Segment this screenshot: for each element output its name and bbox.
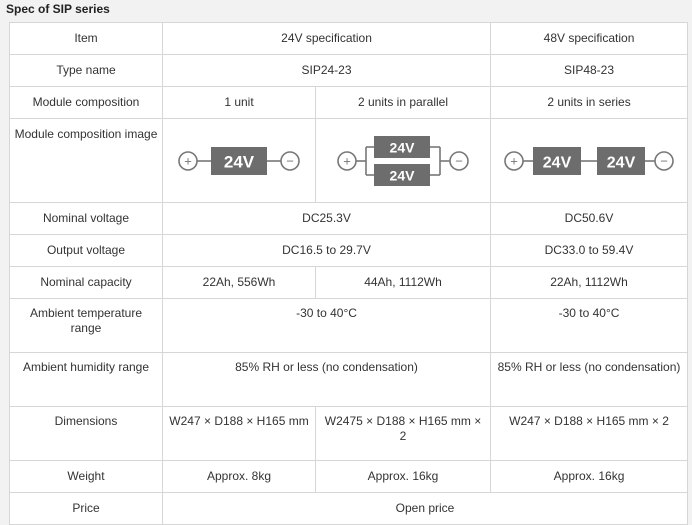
cell-24v: -30 to 40°C [161, 298, 492, 353]
cell-24v: 85% RH or less (no condensation) [161, 352, 492, 407]
table-row: Ambient temperature range -30 to 40°C -3… [9, 298, 689, 353]
header-48v-spec: 48V specification [490, 22, 689, 55]
table-row: Type name SIP24-23 SIP48-23 [9, 54, 689, 87]
cell-24v: SIP24-23 [161, 54, 492, 87]
module-label: 24V [390, 139, 416, 155]
positive-sign: + [184, 153, 192, 168]
module-label: 24V [607, 154, 636, 171]
table-row: Dimensions W247 × D188 × H165 mm W2475 ×… [9, 406, 689, 461]
single-module-diagram: + 24V − [178, 146, 300, 175]
cell-24v-single: Approx. 8kg [162, 460, 316, 493]
header-row: Item 24V specification 48V specification [9, 22, 689, 55]
parallel-module-diagram: + 24V 24V − [337, 135, 469, 186]
cell-24v: DC25.3V [161, 202, 492, 235]
row-label: Ambient temperature range [9, 298, 163, 353]
table-row: Nominal voltage DC25.3V DC50.6V [9, 202, 689, 235]
module-label: 24V [390, 167, 416, 183]
row-label: Output voltage [9, 234, 163, 267]
header-24v-spec: 24V specification [161, 22, 492, 55]
battery-module-icon [533, 146, 582, 175]
table-row: Module composition image + 24V − + [9, 118, 689, 203]
cell-48v: 2 units in series [490, 86, 689, 119]
spec-table-container: Item 24V specification 48V specification… [9, 22, 689, 525]
positive-sign: + [343, 153, 351, 168]
row-label: Price [9, 492, 163, 525]
spec-table: Item 24V specification 48V specification… [9, 22, 689, 525]
cell-48v: -30 to 40°C [490, 298, 689, 353]
cell-24v-parallel: W2475 × D188 × H165 mm × 2 [314, 406, 492, 461]
cell-24v: DC16.5 to 29.7V [161, 234, 492, 267]
series-module-diagram: + 24V 24V − [504, 146, 674, 175]
positive-sign: + [510, 153, 518, 168]
cell-price: Open price [161, 492, 689, 525]
negative-sign: − [660, 153, 668, 168]
cell-48v: 85% RH or less (no condensation) [490, 352, 689, 407]
cell-48v: DC33.0 to 59.4V [490, 234, 689, 267]
cell-24v-parallel: Approx. 16kg [314, 460, 492, 493]
battery-module-icon [597, 146, 646, 175]
cell-24v-single: 22Ah, 556Wh [162, 266, 316, 299]
cell-24v-parallel: 2 units in parallel [314, 86, 492, 119]
battery-module-icon [374, 163, 430, 186]
row-label: Module composition [9, 86, 163, 119]
cell-24v-single-image: + 24V − [162, 118, 316, 203]
negative-terminal-icon [449, 150, 469, 171]
cell-48v-image: + 24V 24V − [490, 118, 689, 203]
header-item: Item [9, 22, 163, 55]
cell-48v: 22Ah, 1112Wh [490, 266, 689, 299]
table-row: Nominal capacity 22Ah, 556Wh 44Ah, 1112W… [9, 266, 689, 299]
battery-module-icon [374, 135, 430, 158]
table-row: Price Open price [9, 492, 689, 525]
table-row: Output voltage DC16.5 to 29.7V DC33.0 to… [9, 234, 689, 267]
negative-terminal-icon [280, 150, 300, 171]
battery-module-icon [211, 146, 267, 175]
row-label: Dimensions [9, 406, 163, 461]
row-label: Nominal voltage [9, 202, 163, 235]
row-label: Module composition image [9, 118, 163, 203]
module-label: 24V [224, 152, 255, 171]
row-label: Nominal capacity [9, 266, 163, 299]
table-row: Module composition 1 unit 2 units in par… [9, 86, 689, 119]
row-label: Type name [9, 54, 163, 87]
cell-48v: DC50.6V [490, 202, 689, 235]
table-row: Ambient humidity range 85% RH or less (n… [9, 352, 689, 407]
row-label: Ambient humidity range [9, 352, 163, 407]
cell-48v: SIP48-23 [490, 54, 689, 87]
cell-24v-single: 1 unit [162, 86, 316, 119]
negative-sign: − [286, 153, 294, 168]
negative-sign: − [455, 153, 463, 168]
cell-48v: W247 × D188 × H165 mm × 2 [490, 406, 689, 461]
cell-48v: Approx. 16kg [490, 460, 689, 493]
cell-24v-single: W247 × D188 × H165 mm [162, 406, 316, 461]
cell-24v-parallel: 44Ah, 1112Wh [314, 266, 492, 299]
table-row: Weight Approx. 8kg Approx. 16kg Approx. … [9, 460, 689, 493]
row-label: Weight [9, 460, 163, 493]
module-label: 24V [543, 154, 572, 171]
negative-terminal-icon [654, 150, 674, 171]
cell-24v-parallel-image: + 24V 24V − [314, 118, 492, 203]
page-title: Spec of SIP series [6, 2, 110, 16]
